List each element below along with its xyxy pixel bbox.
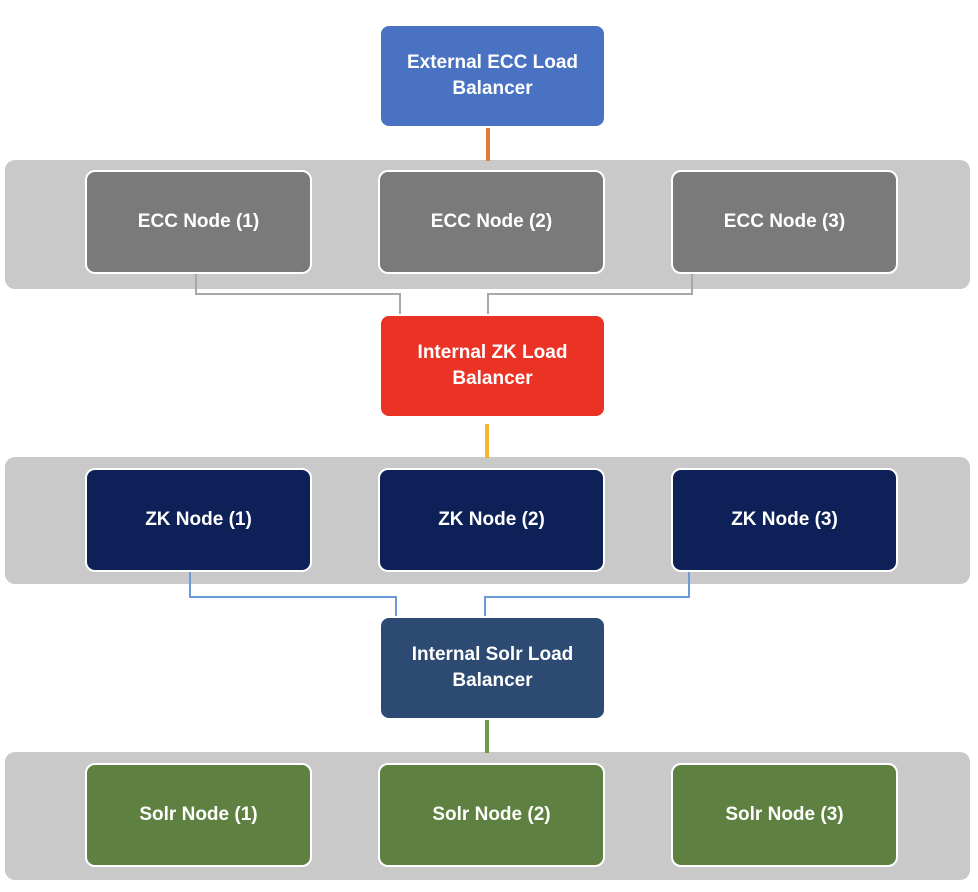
zk-node-1: ZK Node (1) — [85, 468, 312, 572]
ecc-node-1: ECC Node (1) — [85, 170, 312, 274]
zk3-to-solr-lb-connector — [484, 572, 690, 618]
ecc-node-3: ECC Node (3) — [671, 170, 898, 274]
internal-solr-load-balancer-label: Internal Solr Load Balancer — [411, 644, 574, 691]
zk-node-2-label: ZK Node (2) — [438, 509, 545, 530]
ecc3-to-zk-lb-connector — [487, 273, 693, 316]
solr-node-1: Solr Node (1) — [85, 763, 312, 867]
solr-node-3-label: Solr Node (3) — [725, 804, 844, 825]
solr-node-1-label: Solr Node (1) — [139, 804, 258, 825]
internal-solr-load-balancer: Internal Solr Load Balancer — [379, 616, 606, 720]
solr-node-2-label: Solr Node (2) — [432, 804, 551, 825]
ecc-node-1-label: ECC Node (1) — [137, 211, 260, 232]
ecc-node-3-label: ECC Node (3) — [723, 211, 846, 232]
solr-node-2: Solr Node (2) — [378, 763, 605, 867]
zk1-to-solr-lb-connector — [189, 572, 397, 618]
external-ecc-load-balancer: External ECC Load Balancer — [379, 24, 606, 128]
zk-node-2: ZK Node (2) — [378, 468, 605, 572]
external-ecc-load-balancer-label: External ECC Load Balancer — [406, 52, 579, 99]
ecc1-to-zk-lb-connector — [195, 273, 401, 316]
internal-zk-load-balancer-label: Internal ZK Load Balancer — [417, 342, 568, 389]
zk-node-3-label: ZK Node (3) — [731, 509, 838, 530]
ecc-node-2-label: ECC Node (2) — [430, 211, 553, 232]
solr-node-3: Solr Node (3) — [671, 763, 898, 867]
internal-zk-load-balancer: Internal ZK Load Balancer — [379, 314, 606, 418]
ecc-node-2: ECC Node (2) — [378, 170, 605, 274]
zk-node-1-label: ZK Node (1) — [145, 509, 252, 530]
zk-node-3: ZK Node (3) — [671, 468, 898, 572]
